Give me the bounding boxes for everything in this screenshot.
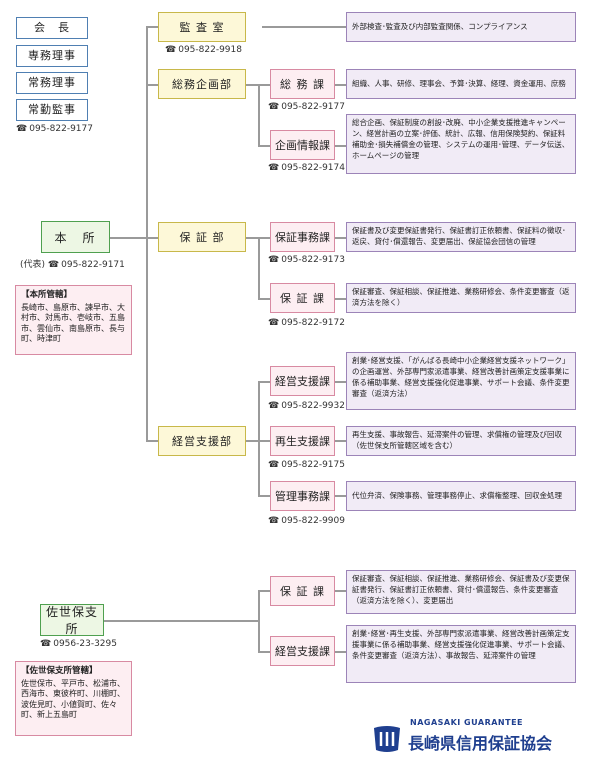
kanri-tel: ☎095-822-9909 [268,516,345,526]
keiei-bu-box: 経営支援部 [158,426,246,456]
keiei-bu-branch [246,440,258,442]
phone-icon: ☎ [268,255,280,265]
phone-icon: ☎ [268,163,280,173]
sasebo-box: 佐世保支所 [40,604,104,636]
phone-icon: ☎ [268,401,280,411]
sasebo-hosho-connector [258,590,270,592]
kanri-desc: 代位弁済、保険事務、管理事務停止、求償権整理、回収金処理 [346,481,576,511]
kansa-connector [146,26,158,28]
somu-kikaku-branch [246,84,258,86]
kansa-desc: 外部検査･監査及び内部監査関係、コンプライアンス [346,12,576,42]
phone-icon: ☎ [40,639,52,649]
somu-tel: ☎095-822-9177 [268,102,345,112]
kikaku-connector [258,145,270,147]
hosho-jimu-desc: 保証書及び変更保証書発行、保証書訂正依頼書、保証料の徴収･返戻、貸付･償還報告、… [346,222,576,252]
keiei-ka-connector [258,381,270,383]
somu-kikaku-connector [146,84,158,86]
keiei-ka-tel: ☎095-822-9932 [268,401,345,411]
officer-chairman: 会 長 [16,17,88,39]
saisei-desc: 再生支援、事故報告、延滞案件の管理、求償権の管理及び回収（佐世保支所管轄区域を含… [346,426,576,456]
hosho-bu-branch [246,237,258,239]
phone-icon: ☎ [268,516,280,526]
footer-english: NAGASAKI GUARANTEE [410,718,523,727]
sasebo-connector [104,620,260,622]
phone-icon: ☎ [165,45,177,55]
keiei-bu-connector [146,440,158,442]
keiei-bu-vline [258,381,260,496]
kansa-box: 監 査 室 [158,12,246,42]
phone-icon: ☎ [268,460,280,470]
hosho-ka-connector [258,298,270,300]
somu-desc: 組織、人事、研修、理事会、予算･決算、経理、資金運用、庶務 [346,69,576,99]
honsho-box: 本 所 [41,221,110,253]
sasebo-hosho-box: 保 証 課 [270,576,335,606]
sasebo-tel: ☎0956-23-3295 [40,639,117,649]
logo-mark-icon [374,726,400,752]
keiei-ka-box: 経営支援課 [270,366,335,396]
sasebo-hosho-desc: 保証審査、保証相談、保証推進、業務研修会、保証書及び変更保証書発行、保証書訂正依… [346,570,576,614]
kikaku-desc: 総合企画、保証制度の創設･改廃、中小企業支援推進キャンペーン、経営計画の立案･評… [346,114,576,174]
keiei-ka-desc-connector [335,381,347,383]
hosho-jimu-tel: ☎095-822-9173 [268,255,345,265]
saisei-desc-connector [335,440,347,442]
hosho-bu-box: 保 証 部 [158,222,246,252]
hosho-ka-desc: 保証審査、保証相談、保証推進、業務研修会、条件変更審査（返済方法を除く） [346,283,576,313]
officers-tel: ☎095-822-9177 [16,124,93,134]
somu-box: 総 務 課 [270,69,335,99]
sasebo-keiei-box: 経営支援課 [270,636,335,666]
phone-icon: ☎ [47,260,60,270]
kansa-tel: ☎095-822-9918 [165,45,242,55]
sasebo-vline [258,590,260,652]
kansa-desc-connector [262,26,346,28]
somu-connector [258,84,270,86]
saisei-connector [258,440,270,442]
hosho-bu-vline [258,237,260,299]
hosho-jimu-connector [258,237,270,239]
saisei-tel: ☎095-822-9175 [268,460,345,470]
saisei-box: 再生支援課 [270,426,335,456]
sasebo-hosho-desc-connector [335,590,347,592]
kanri-desc-connector [335,495,347,497]
somu-kikaku-box: 総務企画部 [158,69,246,99]
footer-japanese: 長崎県信用保証協会 [408,734,553,753]
honsho-tel: (代表) ☎095-822-9171 [20,260,125,270]
honsho-area-box: 【本所管轄】 長崎市、島原市、諫早市、大村市、対馬市、壱岐市、五島市、雲仙市、南… [15,285,132,355]
honsho-connector [110,237,147,239]
kikaku-desc-connector [335,145,347,147]
kikaku-tel: ☎095-822-9174 [268,163,345,173]
phone-icon: ☎ [268,318,280,328]
phone-icon: ☎ [268,102,280,112]
hosho-ka-box: 保 証 課 [270,283,335,313]
kikaku-box: 企画情報課 [270,130,335,160]
keiei-ka-desc: 創業･経営支援、「がんばる長崎中小企業経営支援ネットワーク」の企画運営、外部専門… [346,352,576,410]
hosho-bu-connector [146,237,158,239]
hosho-jimu-desc-connector [335,237,347,239]
sasebo-area-box: 【佐世保支所管轄】 佐世保市、平戸市、松浦市、西海市、東彼杵町、川棚町、波佐見町… [15,661,132,736]
footer-logo: NAGASAKI GUARANTEE 長崎県信用保証協会 [370,718,585,758]
kanri-box: 管理事務課 [270,481,335,511]
officer-senmu: 専務理事 [16,45,88,67]
honsho-area-title: 【本所管轄】 [21,290,73,300]
sasebo-keiei-desc-connector [335,651,347,653]
honsho-area-text: 長崎市、島原市、諫早市、大村市、対馬市、壱岐市、五島市、雲仙市、南島原市、長与町… [21,302,125,344]
hosho-ka-desc-connector [335,298,347,300]
sasebo-area-text: 佐世保市、平戸市、松浦市、西海市、東彼杵町、川棚町、波佐見町、小値賀町、佐々町、… [21,678,125,720]
somu-desc-connector [335,84,347,86]
officer-jomu: 常務理事 [16,72,88,94]
hosho-ka-tel: ☎095-822-9172 [268,318,345,328]
sasebo-area-title: 【佐世保支所管轄】 [21,666,98,676]
phone-icon: ☎ [16,124,28,134]
somu-kikaku-vline [258,84,260,146]
trunk-line [146,26,148,440]
hosho-jimu-box: 保証事務課 [270,222,335,252]
kanri-connector [258,495,270,497]
sasebo-keiei-desc: 創業･経営･再生支援、外部専門家派遣事業、経営改善計画策定支援事業に係る補助事業… [346,625,576,683]
sasebo-keiei-connector [258,651,270,653]
officer-kansaji: 常勤監事 [16,99,88,121]
